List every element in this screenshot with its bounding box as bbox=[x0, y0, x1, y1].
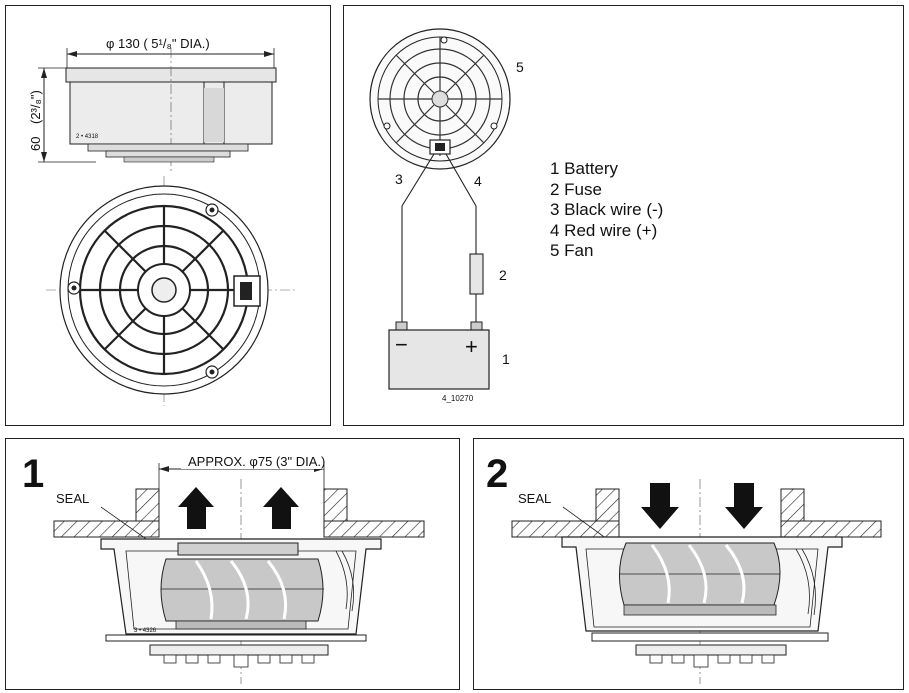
battery-number: 1 bbox=[502, 351, 510, 367]
battery-icon bbox=[388, 321, 490, 390]
installation-step-1-panel: 1 APPROX. φ75 (3" DIA.) SEAL bbox=[5, 438, 460, 690]
legend-item: 3 Black wire (-) bbox=[550, 200, 664, 219]
wiring-panel: 5 3 4 2 − + 1 4_10270 1 Battery 2 Fuse 3… bbox=[343, 5, 904, 426]
step-number: 2 bbox=[486, 452, 508, 496]
fan-number: 5 bbox=[516, 59, 524, 75]
wiring-legend: 1 Battery 2 Fuse 3 Black wire (-) 4 Red … bbox=[550, 159, 663, 262]
seal-label: SEAL bbox=[56, 491, 89, 506]
battery-plus: + bbox=[465, 334, 478, 359]
installation-step-1-drawing: 1 APPROX. φ75 (3" DIA.) SEAL bbox=[22, 452, 425, 684]
battery-minus: − bbox=[395, 332, 408, 357]
wire-label-4: 4 bbox=[474, 173, 482, 189]
arrow-down-icon bbox=[725, 483, 763, 529]
wire-label-3: 3 bbox=[395, 171, 403, 187]
fuse-icon bbox=[469, 253, 484, 295]
drawing-code: 3 • 4326 bbox=[134, 628, 157, 634]
legend-item: 4 Red wire (+) bbox=[550, 220, 658, 240]
fan-grille-icon bbox=[369, 28, 511, 170]
fan-dimension-drawing: φ 130 ( 5¹/₈" DIA.) 60 (2³/₈") 2 • 4318 bbox=[28, 35, 296, 406]
height-in-label: (2³/₈") bbox=[28, 90, 43, 124]
seal-label: SEAL bbox=[518, 491, 551, 506]
arrow-down-icon bbox=[641, 483, 679, 529]
arrow-up-icon bbox=[178, 487, 214, 529]
step-number: 1 bbox=[22, 452, 44, 496]
installation-step-2-drawing: 2 SEAL bbox=[486, 452, 882, 684]
legend-item: 1 Battery bbox=[550, 159, 619, 178]
height-mm-label: 60 bbox=[28, 137, 43, 151]
fuse-number: 2 bbox=[499, 267, 507, 283]
legend-item: 2 Fuse bbox=[550, 179, 602, 199]
figure-code: 4_10270 bbox=[442, 394, 474, 403]
width-dimension-label: φ 130 ( 5¹/₈" DIA.) bbox=[106, 36, 210, 51]
fan-grille-top-view bbox=[46, 176, 296, 406]
legend-item: 5 Fan bbox=[550, 241, 594, 260]
opening-dimension-label: APPROX. φ75 (3" DIA.) bbox=[188, 454, 325, 469]
installation-step-2-panel: 2 SEAL bbox=[473, 438, 904, 690]
red-wire bbox=[445, 153, 477, 254]
wiring-diagram: 5 3 4 2 − + 1 4_10270 bbox=[369, 28, 524, 403]
black-wire bbox=[401, 153, 435, 328]
side-view-code: 2 • 4318 bbox=[76, 134, 99, 140]
dimensions-panel: φ 130 ( 5¹/₈" DIA.) 60 (2³/₈") 2 • 4318 bbox=[5, 5, 331, 426]
arrow-up-icon bbox=[263, 487, 299, 529]
